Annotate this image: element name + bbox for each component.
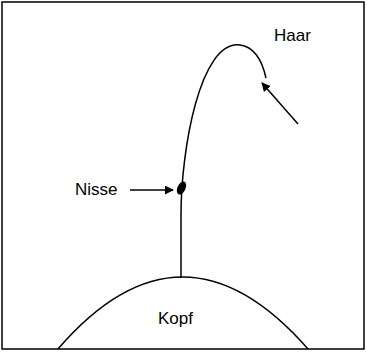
part-label: Haar — [274, 27, 311, 46]
part-label: Nisse — [75, 181, 118, 200]
leader-arrow — [262, 83, 298, 124]
hair-strand — [181, 45, 266, 278]
leader-arrow — [130, 189, 173, 191]
head-outline — [58, 277, 308, 349]
part-label: Kopf — [158, 310, 193, 329]
frame — [2, 2, 364, 349]
nit — [175, 180, 188, 196]
